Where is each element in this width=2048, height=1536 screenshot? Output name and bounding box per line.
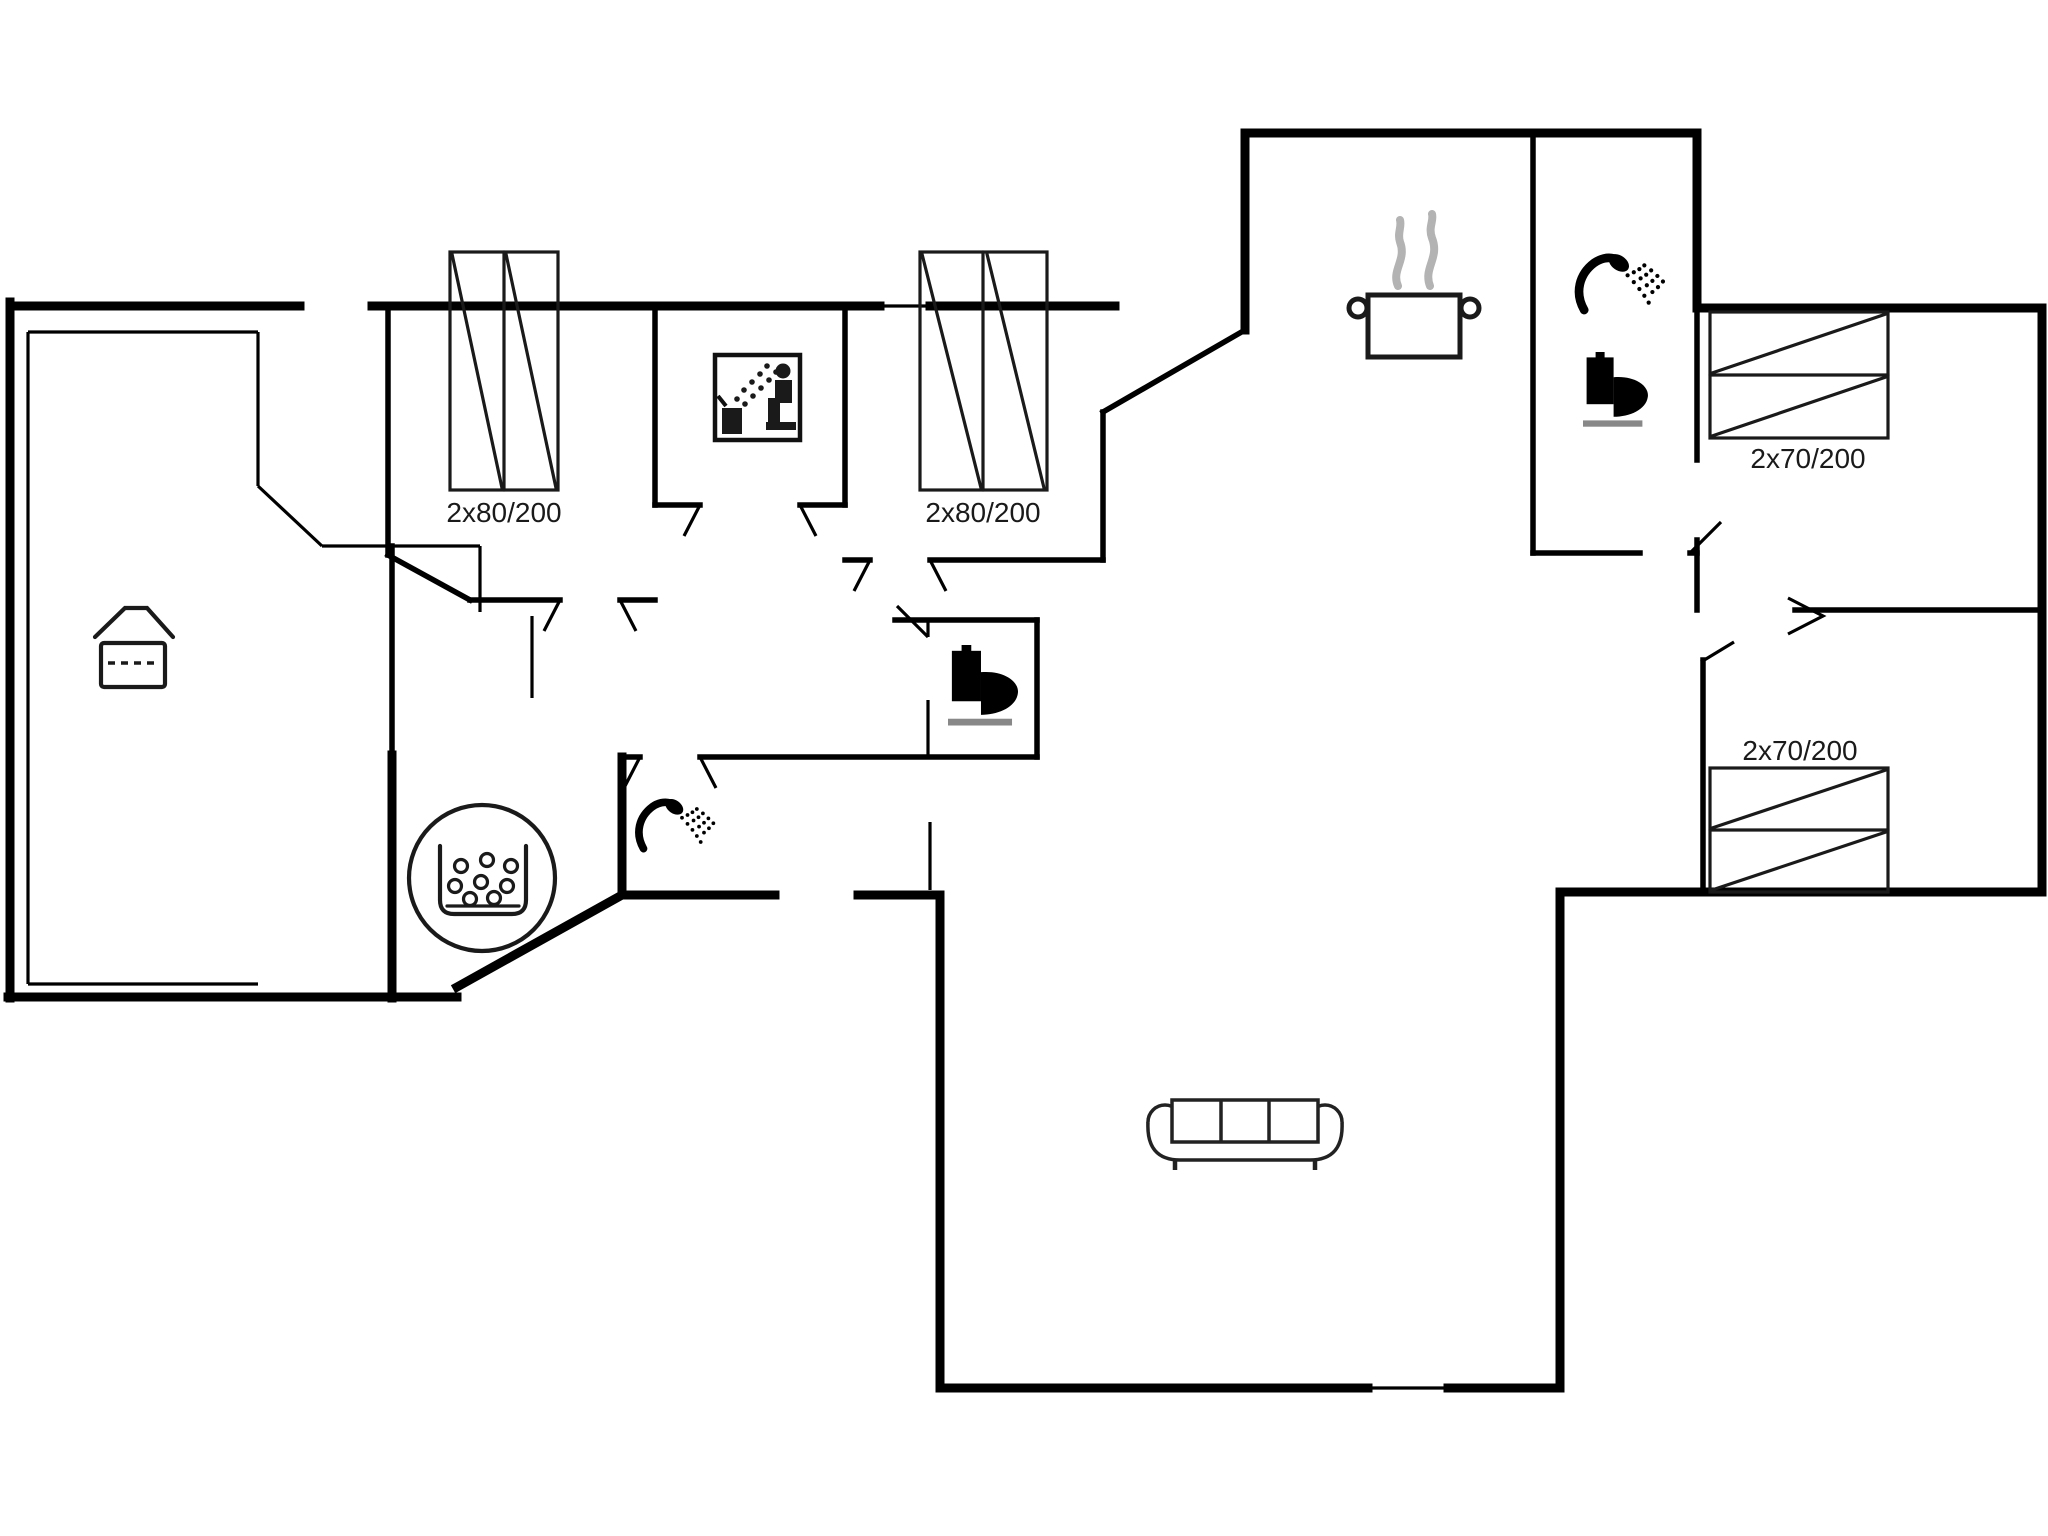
- sauna-person: [766, 363, 796, 430]
- sofa-feet: [1172, 1160, 1318, 1170]
- steam-line: [1424, 210, 1439, 290]
- bed-diagonal: [1710, 768, 1888, 830]
- sofa-seat: [1170, 1098, 1320, 1144]
- bed-diagonal: [1710, 375, 1888, 438]
- toilet-icon: [948, 645, 1019, 726]
- door-mark: [618, 599, 638, 632]
- door-leaf: [1688, 520, 1723, 555]
- door-marks: [478, 504, 1827, 890]
- pot-body: [1365, 292, 1463, 360]
- door-leaf: [1787, 596, 1827, 636]
- steam-line: [1392, 216, 1406, 290]
- bed-diagonal: [985, 252, 1046, 490]
- sofa-cushion-lines: [1219, 1100, 1271, 1142]
- shower-icon: [1579, 250, 1665, 310]
- interior-walls: [384, 130, 2045, 895]
- pot-handle: [1458, 296, 1482, 320]
- door-mark: [682, 504, 702, 537]
- door-mark: [622, 756, 642, 789]
- bed-size-label: 2x80/200: [446, 497, 561, 528]
- bed-diagonal: [450, 252, 504, 490]
- bed-size-label: 2x70/200: [1750, 443, 1865, 474]
- shed-box: [98, 640, 168, 690]
- door-mark: [698, 756, 718, 789]
- sauna-bucket-handle: [716, 394, 728, 408]
- bed-size-label: 2x70/200: [1742, 735, 1857, 766]
- bed-diagonal: [1710, 830, 1888, 892]
- bed-diagonal: [504, 252, 558, 490]
- whirlpool-tub: [437, 843, 529, 917]
- shower-icon: [639, 796, 715, 849]
- labels: 2x80/200 2x80/200 2x70/200 2x70/200: [446, 443, 1865, 766]
- bedroom1-double-bed: [448, 250, 560, 492]
- wall-diagonal: [256, 484, 324, 548]
- door-mark: [928, 559, 948, 592]
- whirlpool-bubbles: [446, 851, 520, 908]
- whirlpool-icon: [406, 802, 558, 954]
- bed-diagonal: [1710, 312, 1888, 375]
- exterior-walls: [3, 128, 2047, 1393]
- cooking-pot-icon: [1346, 210, 1482, 360]
- wall-diagonal: [450, 888, 629, 994]
- bedroom2-double-bed: [918, 250, 1049, 492]
- sauna-icon: [712, 352, 803, 443]
- door-mark: [852, 559, 872, 592]
- door-mark: [542, 599, 562, 632]
- bunkroom-top-bed: [1708, 310, 1890, 440]
- door-leaf: [895, 604, 930, 639]
- bed-diagonal: [920, 252, 983, 490]
- shed-roof: [92, 605, 176, 640]
- toilet-icon: [1583, 352, 1648, 427]
- wall-diagonal: [1099, 326, 1249, 416]
- wall-diagonal: [384, 551, 474, 604]
- door-mark: [798, 504, 818, 537]
- whirlpool-rim: [406, 802, 558, 954]
- sauna-bucket: [722, 408, 742, 434]
- door-leaf: [1700, 640, 1735, 664]
- bed-size-label: 2x80/200: [925, 497, 1040, 528]
- bunkroom-bottom-bed: [1708, 766, 1890, 894]
- sofa-icon: [1146, 1098, 1344, 1170]
- thin-walls: [26, 304, 1448, 1390]
- pot-handle: [1346, 296, 1370, 320]
- shed-icon: [92, 605, 176, 690]
